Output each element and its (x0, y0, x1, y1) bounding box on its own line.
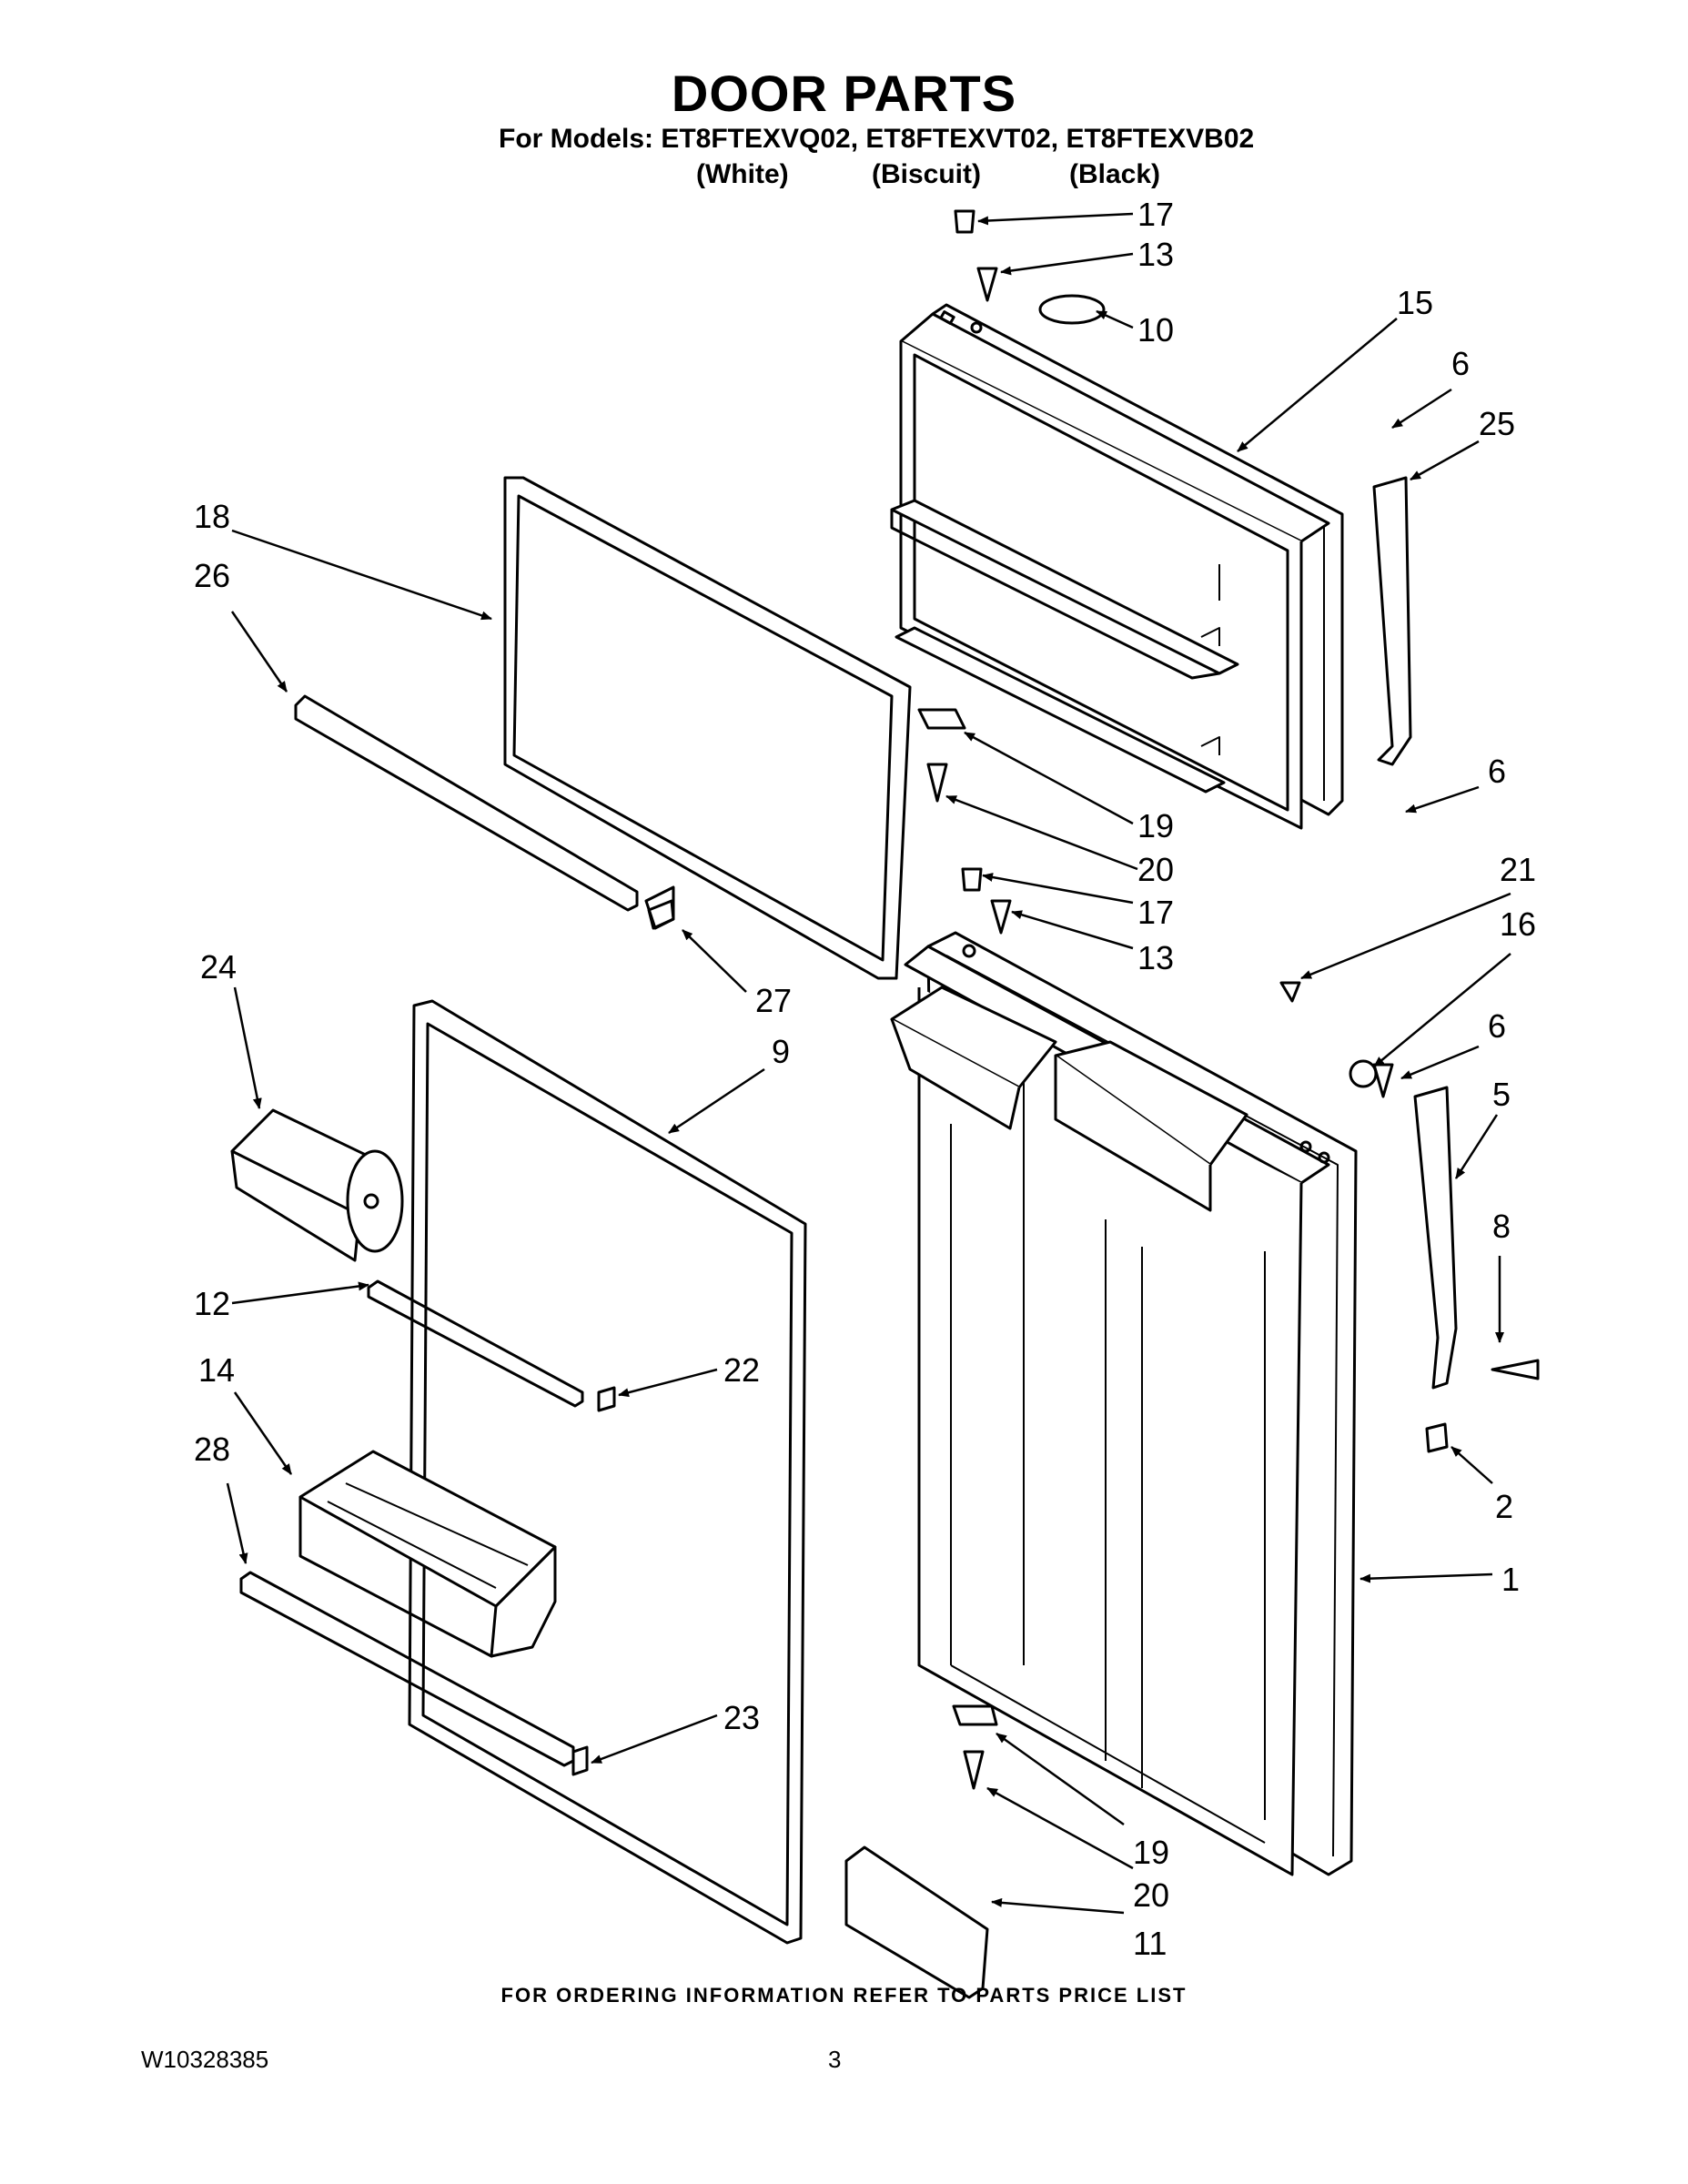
door-bin (298, 1450, 557, 1658)
callout-6-top: 6 (1451, 345, 1470, 382)
leader-13-lower (1011, 910, 1134, 950)
leader-9 (668, 1067, 765, 1135)
leader-5 (1454, 1114, 1499, 1179)
leader-25 (1410, 440, 1480, 481)
screw-20-upper (926, 763, 948, 803)
callout-17-upper: 17 (1137, 196, 1174, 233)
leader-27 (682, 929, 747, 993)
variant-black: (Black) (1069, 159, 1161, 189)
leader-14 (233, 1391, 293, 1475)
document-number: W10328385 (141, 2046, 269, 2073)
clip-22 (597, 1386, 616, 1412)
gasket-10 (1038, 294, 1106, 325)
leader-6-top (1391, 388, 1452, 430)
leader-24 (233, 986, 262, 1109)
freezer-gasket (503, 476, 912, 980)
callout-20-lower: 20 (1133, 1876, 1169, 1914)
callout-25: 25 (1479, 405, 1515, 442)
leader-6-mid (1405, 785, 1480, 814)
callout-18: 18 (194, 498, 230, 535)
leader-22 (618, 1368, 718, 1398)
page-number: 3 (828, 2046, 842, 2073)
leader-18 (231, 529, 492, 621)
callout-14: 14 (198, 1351, 235, 1389)
variant-biscuit: (Biscuit) (872, 159, 981, 189)
leader-21 (1300, 892, 1511, 980)
callout-28: 28 (194, 1431, 230, 1468)
callout-1: 1 (1501, 1561, 1520, 1598)
callout-23: 23 (723, 1699, 760, 1736)
leader-12 (231, 1281, 369, 1305)
callout-22: 22 (723, 1351, 760, 1389)
callout-24: 24 (200, 948, 237, 986)
leader-20-lower (986, 1786, 1134, 1870)
upper-handle (1372, 476, 1412, 766)
hinge-19-upper (917, 708, 966, 730)
ordering-note: FOR ORDERING INFORMATION REFER TO PARTS … (500, 1984, 1188, 2007)
callout-9: 9 (772, 1033, 790, 1070)
callout-17-lower: 17 (1137, 894, 1174, 931)
freezer-door-liner (890, 303, 1344, 830)
screw-13-lower (990, 899, 1012, 935)
fridge-gasket (408, 999, 807, 1945)
leader-19-upper (964, 731, 1134, 825)
callout-15: 15 (1397, 284, 1433, 321)
callout-6-mid: 6 (1488, 753, 1506, 790)
callout-13-upper: 13 (1137, 236, 1174, 273)
plug-17-upper (954, 209, 975, 234)
leader-19-lower (996, 1732, 1125, 1826)
page-title: DOOR PARTS (671, 65, 1017, 122)
variant-white: (White) (696, 159, 789, 189)
clip-2 (1425, 1422, 1449, 1453)
callout-8: 8 (1492, 1208, 1511, 1245)
callout-27: 27 (755, 982, 792, 1019)
screw-13-upper (976, 267, 998, 302)
models-line: For Models: ET8FTEXVQ02, ET8FTEXVT02, ET… (499, 124, 1255, 154)
leader-17-lower (982, 873, 1134, 905)
fridge-door-liner (890, 931, 1358, 1876)
callout-12: 12 (194, 1285, 230, 1322)
leader-1 (1359, 1572, 1493, 1583)
leader-11 (991, 1897, 1125, 1915)
leader-28 (226, 1482, 248, 1564)
callout-11: 11 (1133, 1925, 1167, 1962)
callout-21: 21 (1500, 851, 1536, 888)
callout-19-upper: 19 (1137, 807, 1174, 844)
leader-6-low (1400, 1045, 1480, 1080)
leader-15 (1237, 318, 1398, 452)
screw-6 (1372, 1063, 1394, 1098)
callout-6-low: 6 (1488, 1007, 1506, 1045)
screw-8 (1491, 1359, 1540, 1380)
cap-16 (1349, 1059, 1378, 1088)
leader-17-upper (977, 212, 1134, 226)
pin-21 (1279, 981, 1301, 1003)
leader-20-upper (945, 794, 1138, 871)
clip-23 (571, 1745, 589, 1776)
callout-16: 16 (1500, 905, 1536, 943)
leader-26 (230, 611, 288, 693)
callout-13-lower: 13 (1137, 939, 1174, 976)
leader-2 (1450, 1446, 1493, 1484)
screw-20-lower (963, 1750, 985, 1790)
callout-10: 10 (1137, 311, 1174, 349)
trim-plate (844, 1845, 989, 1999)
leader-16 (1373, 953, 1511, 1067)
plug-17-lower (961, 867, 983, 892)
lower-handle (1413, 1086, 1458, 1390)
callout-2: 2 (1495, 1488, 1513, 1525)
clip-27 (647, 899, 675, 930)
callout-20-upper: 20 (1137, 851, 1174, 888)
bin-trim-28 (239, 1571, 575, 1767)
leader-13-upper (1000, 252, 1134, 276)
callout-26: 26 (194, 557, 230, 594)
freezer-trim (294, 694, 639, 912)
leader-10 (1096, 309, 1134, 329)
leader-23 (591, 1714, 718, 1764)
dairy-door (230, 1108, 404, 1262)
bin-trim-12 (367, 1279, 584, 1408)
callout-5: 5 (1492, 1076, 1511, 1113)
hinge-19-lower (952, 1704, 998, 1726)
callout-19-lower: 19 (1133, 1834, 1169, 1871)
